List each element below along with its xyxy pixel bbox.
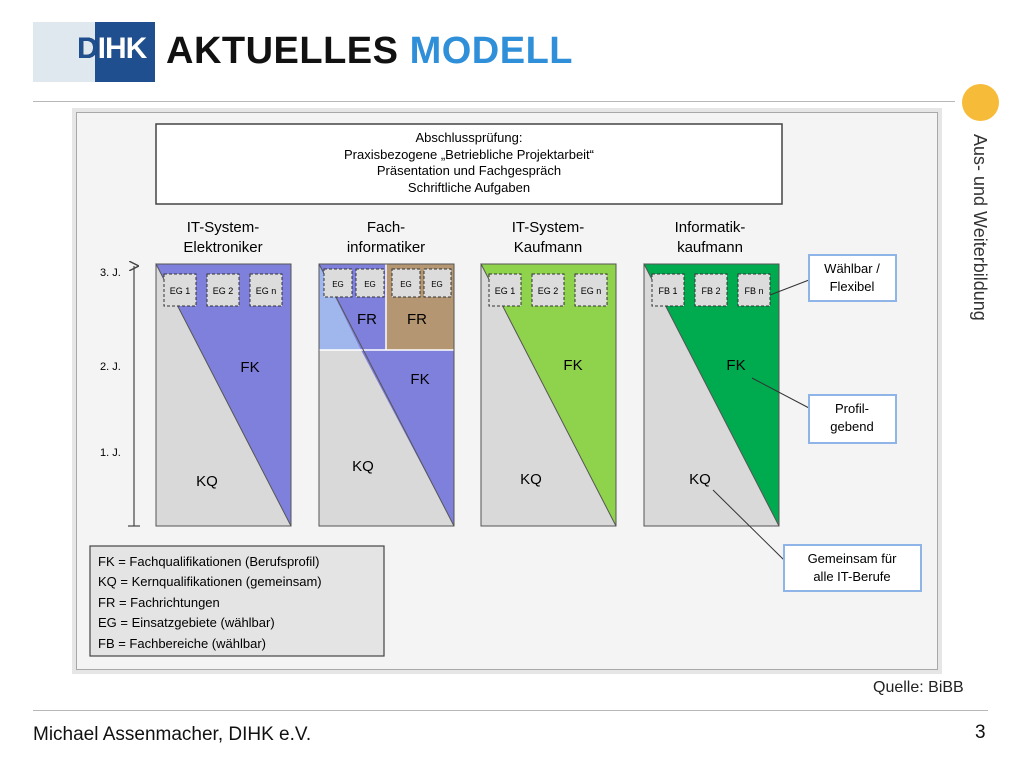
col3-box-3-label: EG n [581, 286, 602, 296]
col1-box-1-label: EG 1 [170, 286, 191, 296]
callout-3-line2: alle IT-Berufe [813, 569, 890, 584]
col3-box-1 [488, 273, 522, 307]
exam-box: Abschlussprüfung: Praxisbezogene „Betrie… [155, 123, 783, 205]
page-number: 3 [975, 722, 986, 743]
callout-2-line2: gebend [830, 419, 873, 434]
column-it-system-kaufmann: IT-System- Kaufmann EG 1 EG 2 EG n FK KQ [480, 219, 617, 527]
title-part-2: MODELL [409, 30, 573, 72]
col4-fk-area [643, 263, 780, 527]
col1-title-line1: IT-System- [187, 219, 260, 236]
callout-wahlbar [808, 254, 897, 302]
col3-box-2 [531, 273, 565, 307]
col1-kq-label: KQ [196, 473, 218, 490]
col4-box-1 [651, 273, 685, 307]
col2-fr-left-label: FR [357, 311, 377, 328]
dihk-logo: DIHK [33, 22, 155, 82]
col4-fk-label: FK [726, 357, 745, 374]
col2-box-2-label: EG [364, 280, 376, 289]
col3-box-3 [574, 273, 608, 307]
page-title: AKTUELLES MODELL [166, 30, 573, 73]
year-label-3: 3. J. [100, 267, 121, 279]
source-note: Quelle: BiBB [873, 679, 964, 696]
col2-box-4 [423, 268, 452, 298]
callout-gemeinsam [783, 544, 922, 592]
footer-author: Michael Assenmacher, DIHK e.V. [33, 724, 312, 745]
col2-kq-label: KQ [352, 458, 374, 475]
legend-item-fr: FR = Fachrichtungen [98, 595, 220, 610]
logo-letters-ihk: IHK [97, 32, 148, 65]
col1-box-3-label: EG n [256, 286, 277, 296]
logo-text: DIHK [77, 32, 148, 66]
col2-outline [318, 263, 455, 527]
col1-fk-area [155, 263, 292, 527]
col2-title-line1: Fach- [367, 219, 405, 236]
column-informatikkaufmann: Informatik- kaufmann FB 1 FB 2 FB n FK K… [643, 219, 780, 527]
col2-diagonal [318, 263, 455, 527]
it-professions-diagram: Abschlussprüfung: Praxisbezogene „Betrie… [89, 123, 922, 657]
col3-kq-label: KQ [520, 471, 542, 488]
year-label-1: 1. J. [100, 447, 121, 459]
logo-letter-d: D [77, 32, 99, 65]
col3-title-line1: IT-System- [512, 219, 585, 236]
exam-line-2: Praxisbezogene „Betriebliche Projektarbe… [344, 147, 594, 162]
exam-line-4: Schriftliche Aufgaben [408, 180, 530, 195]
callout-3-connector [712, 489, 785, 561]
col4-box-3 [737, 273, 771, 307]
callout-1-line2: Flexibel [830, 279, 875, 294]
col3-box-1-label: EG 1 [495, 286, 516, 296]
callout-2-connector [751, 377, 810, 409]
col2-box-1 [323, 268, 353, 298]
col2-box-3-label: EG [400, 280, 412, 289]
col1-box-1 [163, 273, 197, 307]
callout-profilgebend [808, 394, 897, 444]
year-label-2: 2. J. [100, 361, 121, 373]
col1-title-line2: Elektroniker [183, 239, 262, 256]
col2-fr-right-label: FR [407, 311, 427, 328]
callout-1-connector [769, 279, 810, 296]
column-fachinformatiker: Fach- informatiker EG EG EG EG FR FR FK … [318, 219, 455, 527]
col3-title-line2: Kaufmann [514, 239, 582, 256]
col1-box-2-label: EG 2 [213, 286, 234, 296]
legend-item-eg: EG = Einsatzgebiete (wählbar) [98, 615, 275, 630]
exam-line-1: Abschlussprüfung: [416, 130, 523, 145]
legend: FK = Fachqualifikationen (Berufsprofil) … [89, 545, 385, 657]
legend-item-kq: KQ = Kernqualifikationen (gemeinsam) [98, 574, 322, 589]
legend-box [89, 545, 385, 657]
col2-title-line2: informatiker [347, 239, 425, 256]
title-part-1: AKTUELLES [166, 30, 399, 72]
side-caption: Aus- und Weiterbildung [970, 134, 990, 321]
col2-box-2 [355, 268, 385, 298]
legend-item-fk: FK = Fachqualifikationen (Berufsprofil) [98, 554, 319, 569]
column-it-system-elektroniker: IT-System- Elektroniker EG 1 EG 2 EG n F… [155, 219, 292, 527]
callouts: Wählbar / Flexibel Profil- gebend Gemein… [712, 254, 922, 592]
col3-box-2-label: EG 2 [538, 286, 559, 296]
col1-fk-label: FK [240, 359, 259, 376]
callout-2-line1: Profil- [835, 401, 869, 416]
col4-title-line2: kaufmann [677, 239, 743, 256]
col2-fk-label: FK [410, 371, 429, 388]
footer-divider [33, 710, 988, 711]
header-divider [33, 101, 955, 102]
year-axis: 3. J. 2. J. 1. J. [100, 266, 140, 527]
exam-line-3: Präsentation und Fachgespräch [377, 163, 561, 178]
callout-3-line1: Gemeinsam für [808, 551, 898, 566]
col4-box-2 [694, 273, 728, 307]
col4-kq-label: KQ [689, 471, 711, 488]
col2-box-1-label: EG [332, 280, 344, 289]
col1-box-3 [249, 273, 283, 307]
col2-box-3 [391, 268, 421, 298]
col3-fk-area [480, 263, 617, 527]
callout-1-line1: Wählbar / [824, 261, 880, 276]
col3-fk-label: FK [563, 357, 582, 374]
col4-box-3-label: FB n [744, 286, 763, 296]
col4-box-2-label: FB 2 [701, 286, 720, 296]
col2-box-4-label: EG [431, 280, 443, 289]
col4-title-line1: Informatik- [675, 219, 746, 236]
col4-box-1-label: FB 1 [658, 286, 677, 296]
col1-box-2 [206, 273, 240, 307]
col2-fk-area [361, 350, 454, 526]
orange-dot-decoration [962, 84, 999, 121]
legend-item-fb: FB = Fachbereiche (wählbar) [98, 636, 266, 651]
